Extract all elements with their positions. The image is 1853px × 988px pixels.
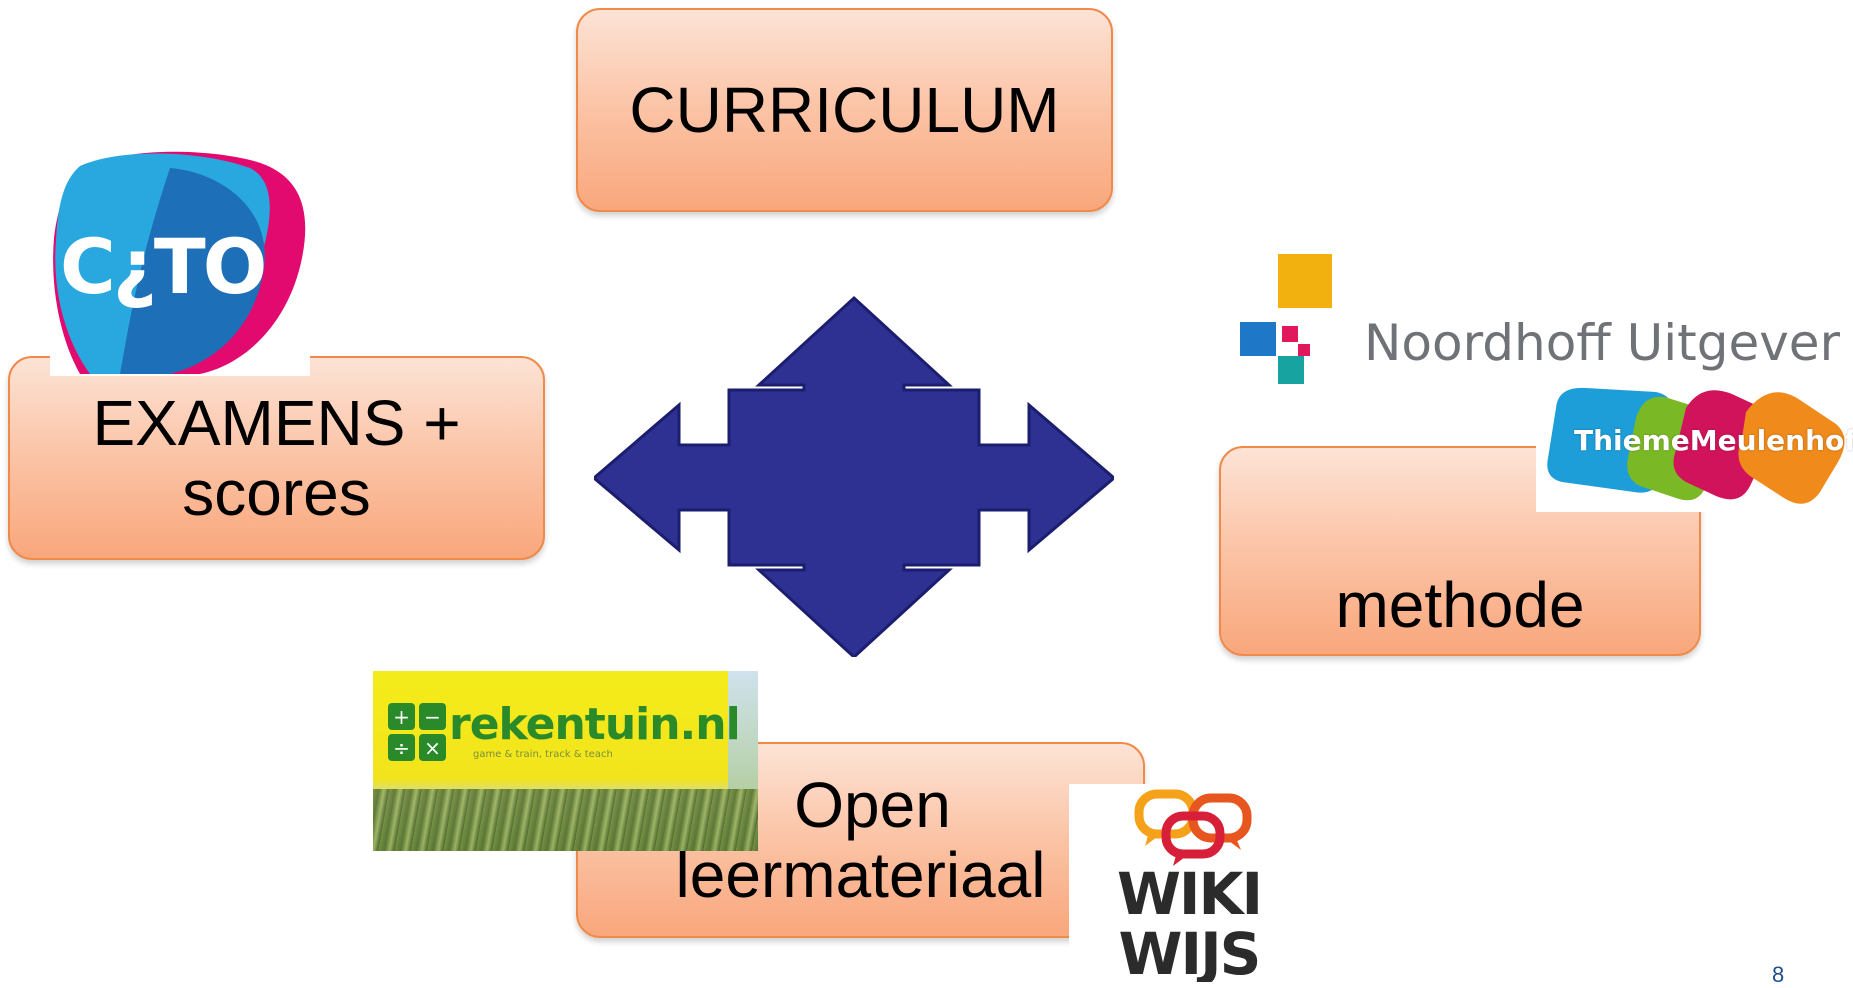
examens-label-line1: EXAMENS + bbox=[92, 386, 461, 459]
methode-label: methode bbox=[1335, 568, 1585, 641]
four-way-arrow-icon bbox=[594, 295, 1114, 657]
rekentuin-logo-subtitle: game & train, track & teach bbox=[473, 749, 613, 760]
thiememeulenhoff-logo-text: ThiemeMeulenhoff bbox=[1574, 424, 1853, 457]
examens-label-line2: scores bbox=[182, 457, 371, 529]
rekentuin-sky bbox=[728, 671, 758, 791]
curriculum-label: CURRICULUM bbox=[629, 73, 1060, 146]
thiememeulenhoff-logo: ThiemeMeulenhoff bbox=[1536, 378, 1853, 512]
svg-text:−: − bbox=[424, 705, 441, 729]
wikiwijs-logo-line2: WIJS bbox=[1119, 920, 1260, 982]
open-label-line1: Open bbox=[794, 768, 951, 841]
wikiwijs-logo-line1: WIKI bbox=[1117, 860, 1261, 928]
noordhoff-logo: Noordhoff Uitgevers bbox=[1240, 254, 1840, 386]
examens-box: EXAMENS + scores bbox=[8, 356, 545, 560]
curriculum-box: CURRICULUM bbox=[576, 8, 1113, 212]
rekentuin-grass bbox=[373, 789, 758, 851]
rekentuin-logo: + − ÷ × rekentuin.nl game & train, track… bbox=[373, 671, 758, 851]
svg-text:+: + bbox=[393, 705, 410, 729]
noordhoff-logo-text: Noordhoff Uitgevers bbox=[1364, 314, 1840, 372]
cito-logo: C¿TO bbox=[50, 148, 310, 376]
rekentuin-logo-text: rekentuin.nl bbox=[449, 699, 741, 750]
wikiwijs-logo: WIKI WIJS bbox=[1069, 784, 1309, 982]
rekentuin-grid-icon: + − ÷ × bbox=[388, 703, 446, 761]
open-leermateriaal-box: Open leermateriaal bbox=[576, 742, 1145, 938]
svg-text:×: × bbox=[424, 736, 441, 760]
svg-text:÷: ÷ bbox=[393, 736, 410, 760]
cito-logo-text: C¿TO bbox=[60, 222, 267, 311]
slide-number: 8 bbox=[1772, 962, 1785, 987]
open-label-line2: leermateriaal bbox=[675, 839, 1046, 911]
